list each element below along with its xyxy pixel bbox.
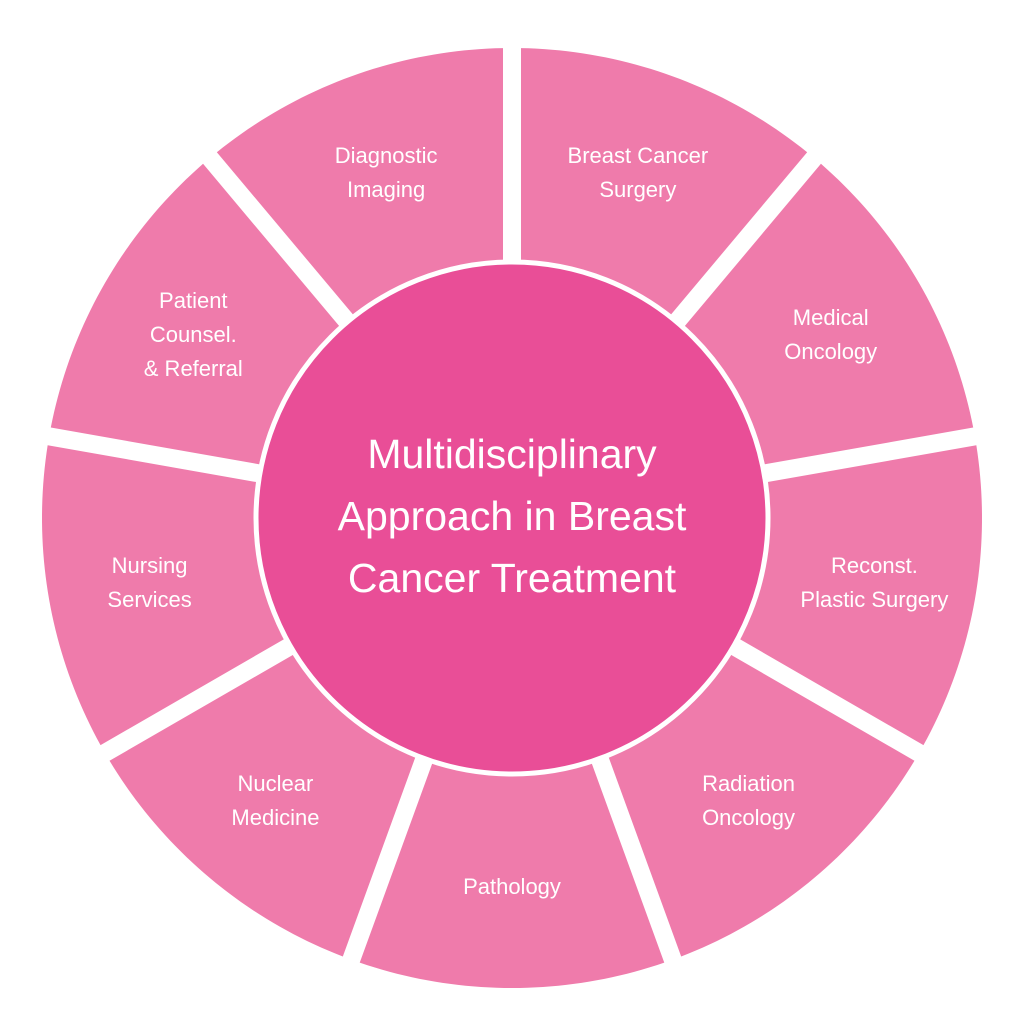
segment-diagnostic-imaging	[216, 48, 503, 329]
segment-reconstructive-plastic-surgery	[724, 445, 982, 746]
segment-patient-counseling-referral	[50, 163, 351, 468]
segment-label-line: Medicine	[231, 805, 319, 830]
segment-label-line: Plastic Surgery	[800, 587, 948, 612]
segment-label-line: & Referral	[144, 356, 243, 381]
segment-label-line: Oncology	[784, 339, 877, 364]
segment-label-pathology: Pathology	[463, 874, 561, 899]
segment-label-line: Medical	[793, 305, 869, 330]
segment-nursing-services	[42, 445, 300, 746]
segment-label-line: Oncology	[702, 805, 795, 830]
segment-label-line: Patient	[159, 288, 228, 313]
segment-label-line: Pathology	[463, 874, 561, 899]
segment-radiation-oncology	[602, 645, 915, 957]
segment-label-line: Counsel.	[150, 322, 237, 347]
segment-label-line: Services	[107, 587, 191, 612]
segment-label-line: Radiation	[702, 771, 795, 796]
center-title-line: Cancer Treatment	[348, 555, 677, 601]
segment-label-line: Reconst.	[831, 553, 918, 578]
segment-label-line: Surgery	[599, 177, 676, 202]
segment-label-line: Nuclear	[238, 771, 314, 796]
segment-label-line: Imaging	[347, 177, 425, 202]
segment-pathology	[359, 746, 665, 988]
segment-medical-oncology	[673, 163, 974, 468]
segment-label-reconstructive-plastic-surgery: Reconst. Plastic Surgery	[800, 553, 948, 612]
center-title-line: Multidisciplinary	[367, 431, 657, 477]
segment-breast-cancer-surgery	[521, 48, 808, 329]
center-hub-circle	[253, 259, 771, 777]
segment-label-line: Nursing	[112, 553, 188, 578]
segment-label-line: Breast Cancer	[568, 143, 709, 168]
segment-label-line: Diagnostic	[335, 143, 438, 168]
segment-nuclear-medicine	[109, 645, 422, 957]
center-title-line: Approach in Breast	[338, 493, 687, 539]
